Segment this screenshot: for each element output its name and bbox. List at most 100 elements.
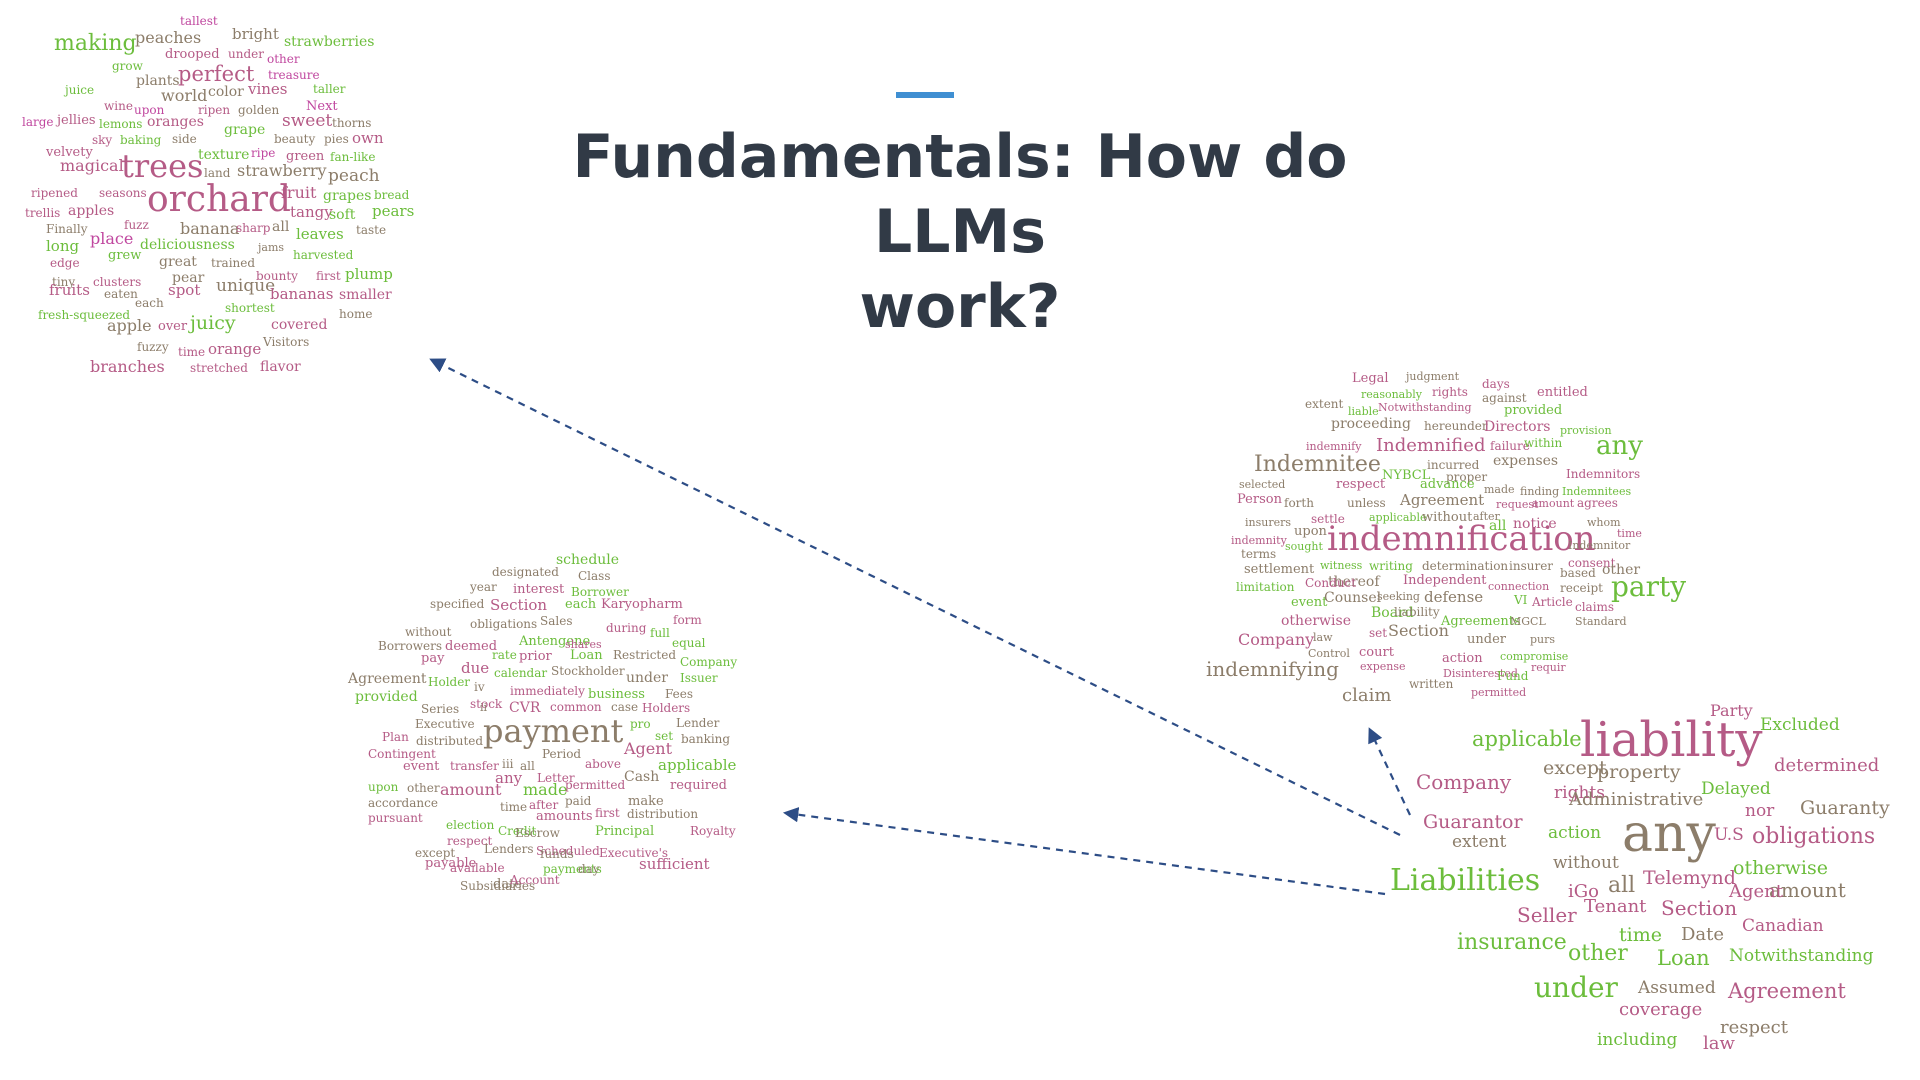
wordcloud-finance-word: schedule	[556, 552, 620, 568]
wordcloud-fruit-word: orange	[208, 340, 262, 358]
wordcloud-indemnification-word: Indemnitors	[1566, 467, 1641, 481]
wordcloud-finance-word: designated	[492, 565, 559, 579]
wordcloud-finance-word: payment	[483, 712, 624, 750]
wordcloud-liability-word: Agent	[1729, 881, 1783, 902]
wordcloud-fruit-word: great	[159, 254, 197, 270]
wordcloud-finance-word: Subsidiaries	[460, 879, 536, 893]
wordcloud-fruit-word: sky	[92, 133, 113, 147]
wordcloud-liability-word: Agreement	[1728, 979, 1846, 1003]
wordcloud-indemnification-word: written	[1409, 677, 1454, 691]
wordcloud-liability-word: Liabilities	[1390, 863, 1541, 898]
wordcloud-finance-word: Lender	[676, 716, 720, 730]
wordcloud-liability-word: Guarantor	[1423, 811, 1523, 833]
wordcloud-indemnification-word: Independent	[1403, 573, 1487, 588]
wordcloud-finance-word: transfer	[450, 759, 499, 773]
wordcloud-finance-word: Class	[578, 569, 611, 583]
wordcloud-indemnification-word: Agreements	[1441, 614, 1521, 629]
wordcloud-finance-word: Agent	[624, 739, 672, 758]
wordcloud-indemnification-word: amount	[1532, 497, 1575, 510]
wordcloud-fruit-word: velvety	[46, 145, 93, 160]
wordcloud-indemnification-word: Disinterested	[1443, 667, 1518, 680]
wordcloud-fruit-word: apple	[107, 316, 152, 335]
wordcloud-liability-word: Administrative	[1569, 789, 1704, 810]
wordcloud-indemnification-word: Control	[1308, 647, 1350, 660]
wordcloud-finance-word: Stockholder	[551, 664, 625, 678]
wordcloud-finance-word: Borrowers	[378, 639, 443, 653]
wordcloud-fruit-word: each	[135, 296, 164, 310]
wordcloud-fruit-word: jellies	[57, 113, 96, 128]
wordcloud-indemnification-word: action	[1442, 651, 1483, 666]
wordcloud-finance-word: Karyopharm	[601, 597, 683, 612]
wordcloud-indemnification-word: proceeding	[1331, 416, 1411, 432]
wordcloud-fruit-word: Next	[306, 99, 338, 114]
wordcloud-liability-word: Party	[1710, 701, 1753, 720]
wordcloud-fruit-word: Finally	[46, 222, 88, 236]
wordcloud-liability-word: Date	[1681, 924, 1725, 945]
wordcloud-fruit-word: apples	[68, 203, 115, 219]
wordcloud-indemnification-word: party	[1611, 570, 1687, 603]
wordcloud-fruit-word: eaten	[104, 287, 138, 301]
wordcloud-finance-word: year	[470, 580, 497, 594]
wordcloud-indemnification-word: law	[1313, 631, 1333, 644]
wordcloud-finance-word: Antengene	[519, 634, 591, 649]
wordcloud-fruit-word: long	[46, 237, 80, 255]
wordcloud-fruit-word: plants	[136, 73, 180, 89]
wordcloud-indemnification-word: against	[1482, 391, 1527, 405]
wordcloud-fruit-word: other	[267, 52, 300, 66]
wordcloud-fruit-word: first	[316, 269, 341, 283]
wordcloud-fruit-word: sharp	[236, 221, 271, 235]
wordcloud-indemnification-word: made	[1484, 483, 1515, 496]
title-accent-bar	[896, 92, 954, 98]
wordcloud-liability-word: Notwithstanding	[1729, 946, 1874, 966]
wordcloud-indemnification-word: indemnity	[1231, 534, 1287, 547]
wordcloud-fruit-word: making	[54, 31, 137, 56]
wordcloud-indemnification-word: settlement	[1244, 562, 1315, 577]
wordcloud-fruit-word: edge	[50, 256, 80, 270]
wordcloud-liability-word: Loan	[1657, 946, 1710, 970]
wordcloud-indemnification-word: incurred	[1427, 458, 1480, 472]
wordcloud-fruit-word: seasons	[99, 186, 147, 200]
wordcloud-finance-word: made	[523, 780, 568, 799]
wordcloud-fruit-word: fresh-squeezed	[38, 308, 131, 322]
wordcloud-liability-word: obligations	[1752, 824, 1876, 849]
wordcloud-indemnification-word: Directors	[1484, 419, 1551, 435]
wordcloud-fruit-word: covered	[271, 317, 328, 333]
wordcloud-fruit-word: vines	[248, 80, 288, 98]
wordcloud-finance-word: during	[606, 621, 647, 635]
wordcloud-finance-word: shares	[565, 638, 602, 651]
wordcloud-liability-word: Section	[1661, 896, 1738, 920]
wordcloud-indemnification-word: purs	[1530, 633, 1556, 646]
wordcloud-fruit-word: tiny	[52, 275, 76, 289]
wordcloud-fruit-word: peaches	[135, 28, 202, 47]
wordcloud-finance-word: full	[650, 626, 670, 640]
wordcloud-liability-word: other	[1568, 941, 1628, 966]
wordcloud-fruit-word: beauty	[274, 132, 316, 146]
wordcloud-fruit-word: all	[272, 219, 290, 235]
wordcloud-finance-word: other	[407, 781, 440, 795]
wordcloud-finance-word: amount	[440, 780, 502, 799]
wordcloud-indemnification-word: Company	[1238, 630, 1315, 649]
wordcloud-indemnification-word: requir	[1531, 661, 1566, 674]
wordcloud-fruit-word: orchard	[147, 179, 291, 220]
wordcloud-liability-word: U.S	[1714, 825, 1744, 845]
wordcloud-fruit-word: pears	[372, 202, 415, 220]
wordcloud-fruit-word: baking	[120, 133, 162, 147]
wordcloud-indemnification-word: insurer	[1509, 559, 1554, 573]
wordcloud-indemnification-word: proper	[1446, 470, 1488, 484]
wordcloud-fruit-word: pear	[172, 270, 205, 286]
wordcloud-finance-word: specified	[430, 597, 485, 611]
wordcloud-fruit-word: place	[90, 229, 134, 248]
wordcloud-finance-word: due	[461, 659, 490, 677]
wordcloud-finance-word: Lenders	[484, 842, 534, 856]
wordcloud-finance-word: banking	[681, 732, 731, 746]
wordcloud-liability-word: amount	[1769, 878, 1846, 902]
wordcloud-fruit-word: juice	[65, 83, 95, 97]
wordcloud-finance-word: CVR	[509, 700, 541, 716]
wordcloud-indemnification-word: indemnify	[1306, 440, 1362, 453]
wordcloud-indemnification-word: notice	[1513, 516, 1557, 532]
wordcloud-fruit-word: banana	[180, 219, 240, 238]
wordcloud-liability-word: except	[1543, 757, 1607, 779]
wordcloud-indemnification-word: request	[1496, 498, 1539, 511]
wordcloud-indemnification-word: connection	[1488, 580, 1550, 593]
wordcloud-fruit-word: fruits	[49, 281, 90, 299]
